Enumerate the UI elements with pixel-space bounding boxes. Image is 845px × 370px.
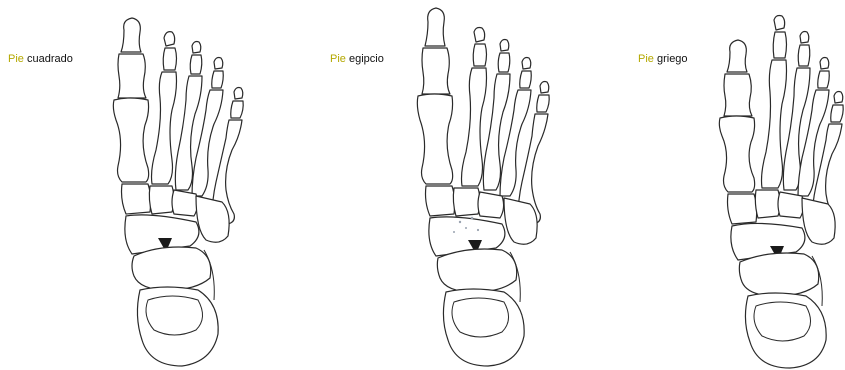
panel-pie-cuadrado: Pie cuadrado bbox=[0, 0, 282, 370]
foot-skeleton-egyptian bbox=[320, 0, 602, 370]
panel-pie-egipcio: Pie egipcio bbox=[320, 0, 602, 370]
foot-skeleton-square bbox=[0, 0, 282, 370]
panel-pie-griego: Pie griego bbox=[632, 0, 845, 370]
foot-skeleton-greek bbox=[632, 0, 845, 370]
